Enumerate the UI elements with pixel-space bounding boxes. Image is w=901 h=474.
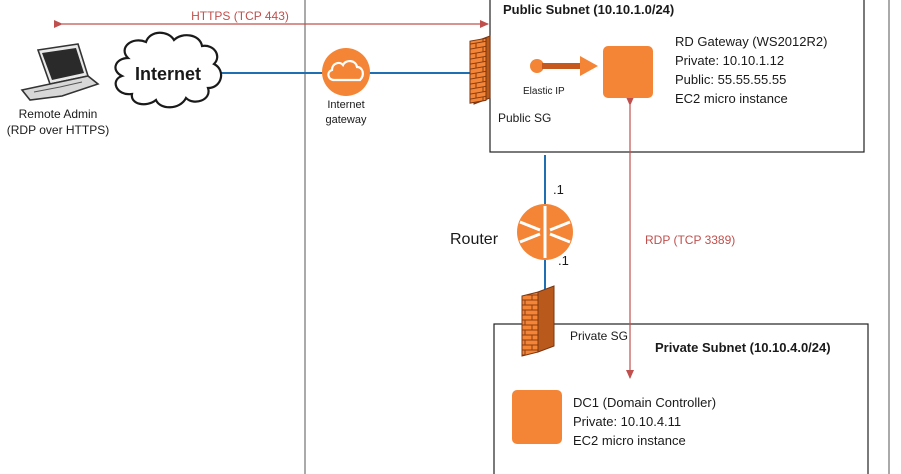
igw-label-line1: Internet <box>327 99 364 111</box>
internet-cloud-icon <box>114 31 223 109</box>
router-icon <box>517 204 573 260</box>
dc1-line-1: DC1 (Domain Controller) <box>573 395 716 410</box>
dc1-instance-icon <box>512 390 562 444</box>
igw-label-line2: gateway <box>326 114 367 126</box>
router-bottom-ip: .1 <box>558 253 569 268</box>
rdgw-line-3: Public: 55.55.55.55 <box>675 72 786 87</box>
public-subnet-title: Public Subnet (10.10.1.0/24) <box>503 2 674 17</box>
laptop-icon <box>20 43 100 101</box>
rdp-label: RDP (TCP 3389) <box>645 233 735 247</box>
private-subnet-box <box>493 323 869 474</box>
rd-gateway-instance-icon <box>603 46 653 98</box>
router-top-ip: .1 <box>553 182 564 197</box>
public-sg-firewall-icon <box>469 35 491 105</box>
admin-label-line2: (RDP over HTTPS) <box>7 123 109 137</box>
public-sg-label: Public SG <box>498 111 551 125</box>
rdgw-line-1: RD Gateway (WS2012R2) <box>675 34 827 49</box>
router-label: Router <box>450 231 499 248</box>
https-label: HTTPS (TCP 443) <box>191 9 289 23</box>
internet-label: Internet <box>135 64 201 84</box>
private-sg-label: Private SG <box>570 329 628 343</box>
dc1-line-3: EC2 micro instance <box>573 433 686 448</box>
internet-gateway-icon <box>322 48 370 96</box>
rd-gateway-details: RD Gateway (WS2012R2) Private: 10.10.1.1… <box>675 34 827 106</box>
rdgw-line-4: EC2 micro instance <box>675 91 788 106</box>
admin-label-line1: Remote Admin <box>19 107 98 121</box>
rdgw-line-2: Private: 10.10.1.12 <box>675 53 784 68</box>
elastic-ip-icon <box>530 56 598 76</box>
elastic-ip-label: Elastic IP <box>523 86 565 97</box>
dc1-details: DC1 (Domain Controller) Private: 10.10.4… <box>573 395 716 448</box>
dc1-line-2: Private: 10.10.4.11 <box>573 414 681 429</box>
private-subnet-title: Private Subnet (10.10.4.0/24) <box>655 340 831 355</box>
private-sg-firewall-icon <box>521 285 555 357</box>
